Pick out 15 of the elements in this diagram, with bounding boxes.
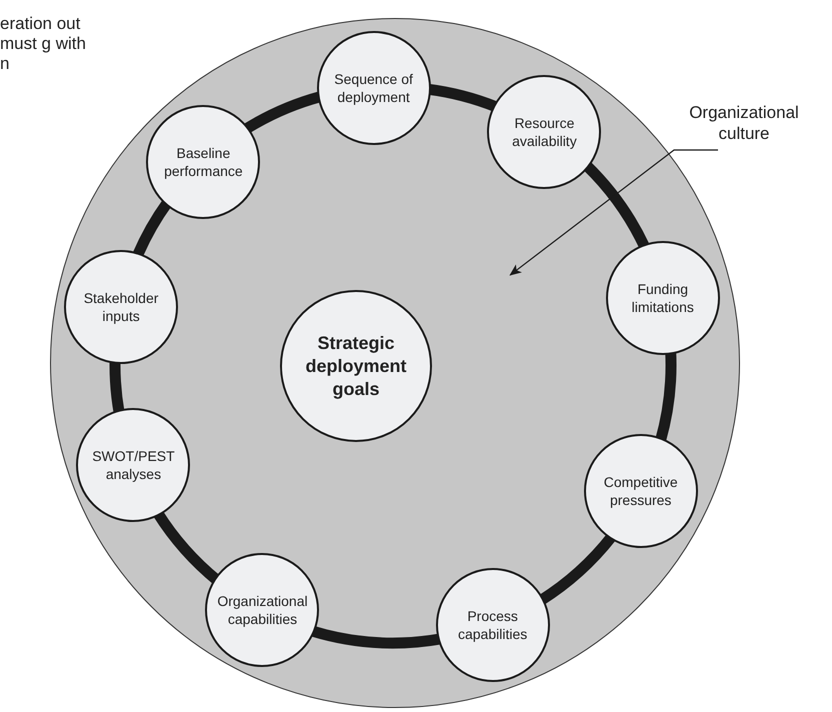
circle-label: Baseline performance xyxy=(163,144,244,180)
circle-label: Resource availability xyxy=(511,114,578,150)
callout-text: Organizational culture xyxy=(688,102,800,144)
ring-segment xyxy=(582,162,650,250)
circle-label: Competitive pressures xyxy=(602,473,679,510)
circle-label: Process capabilities xyxy=(456,606,528,643)
circle-label: Sequence of deployment xyxy=(333,70,414,106)
ring-segment xyxy=(311,626,442,648)
circle-label: Funding limitations xyxy=(630,280,695,316)
circle-label: Organizational capabilities xyxy=(216,592,309,628)
note-text: eration out must g with n xyxy=(0,14,87,74)
circle-label: Stakeholder inputs xyxy=(82,289,160,326)
leader-line xyxy=(509,149,718,276)
circle-label: Strategic deployment goals xyxy=(304,332,408,400)
circle-label: SWOT/PEST analyses xyxy=(91,446,176,483)
